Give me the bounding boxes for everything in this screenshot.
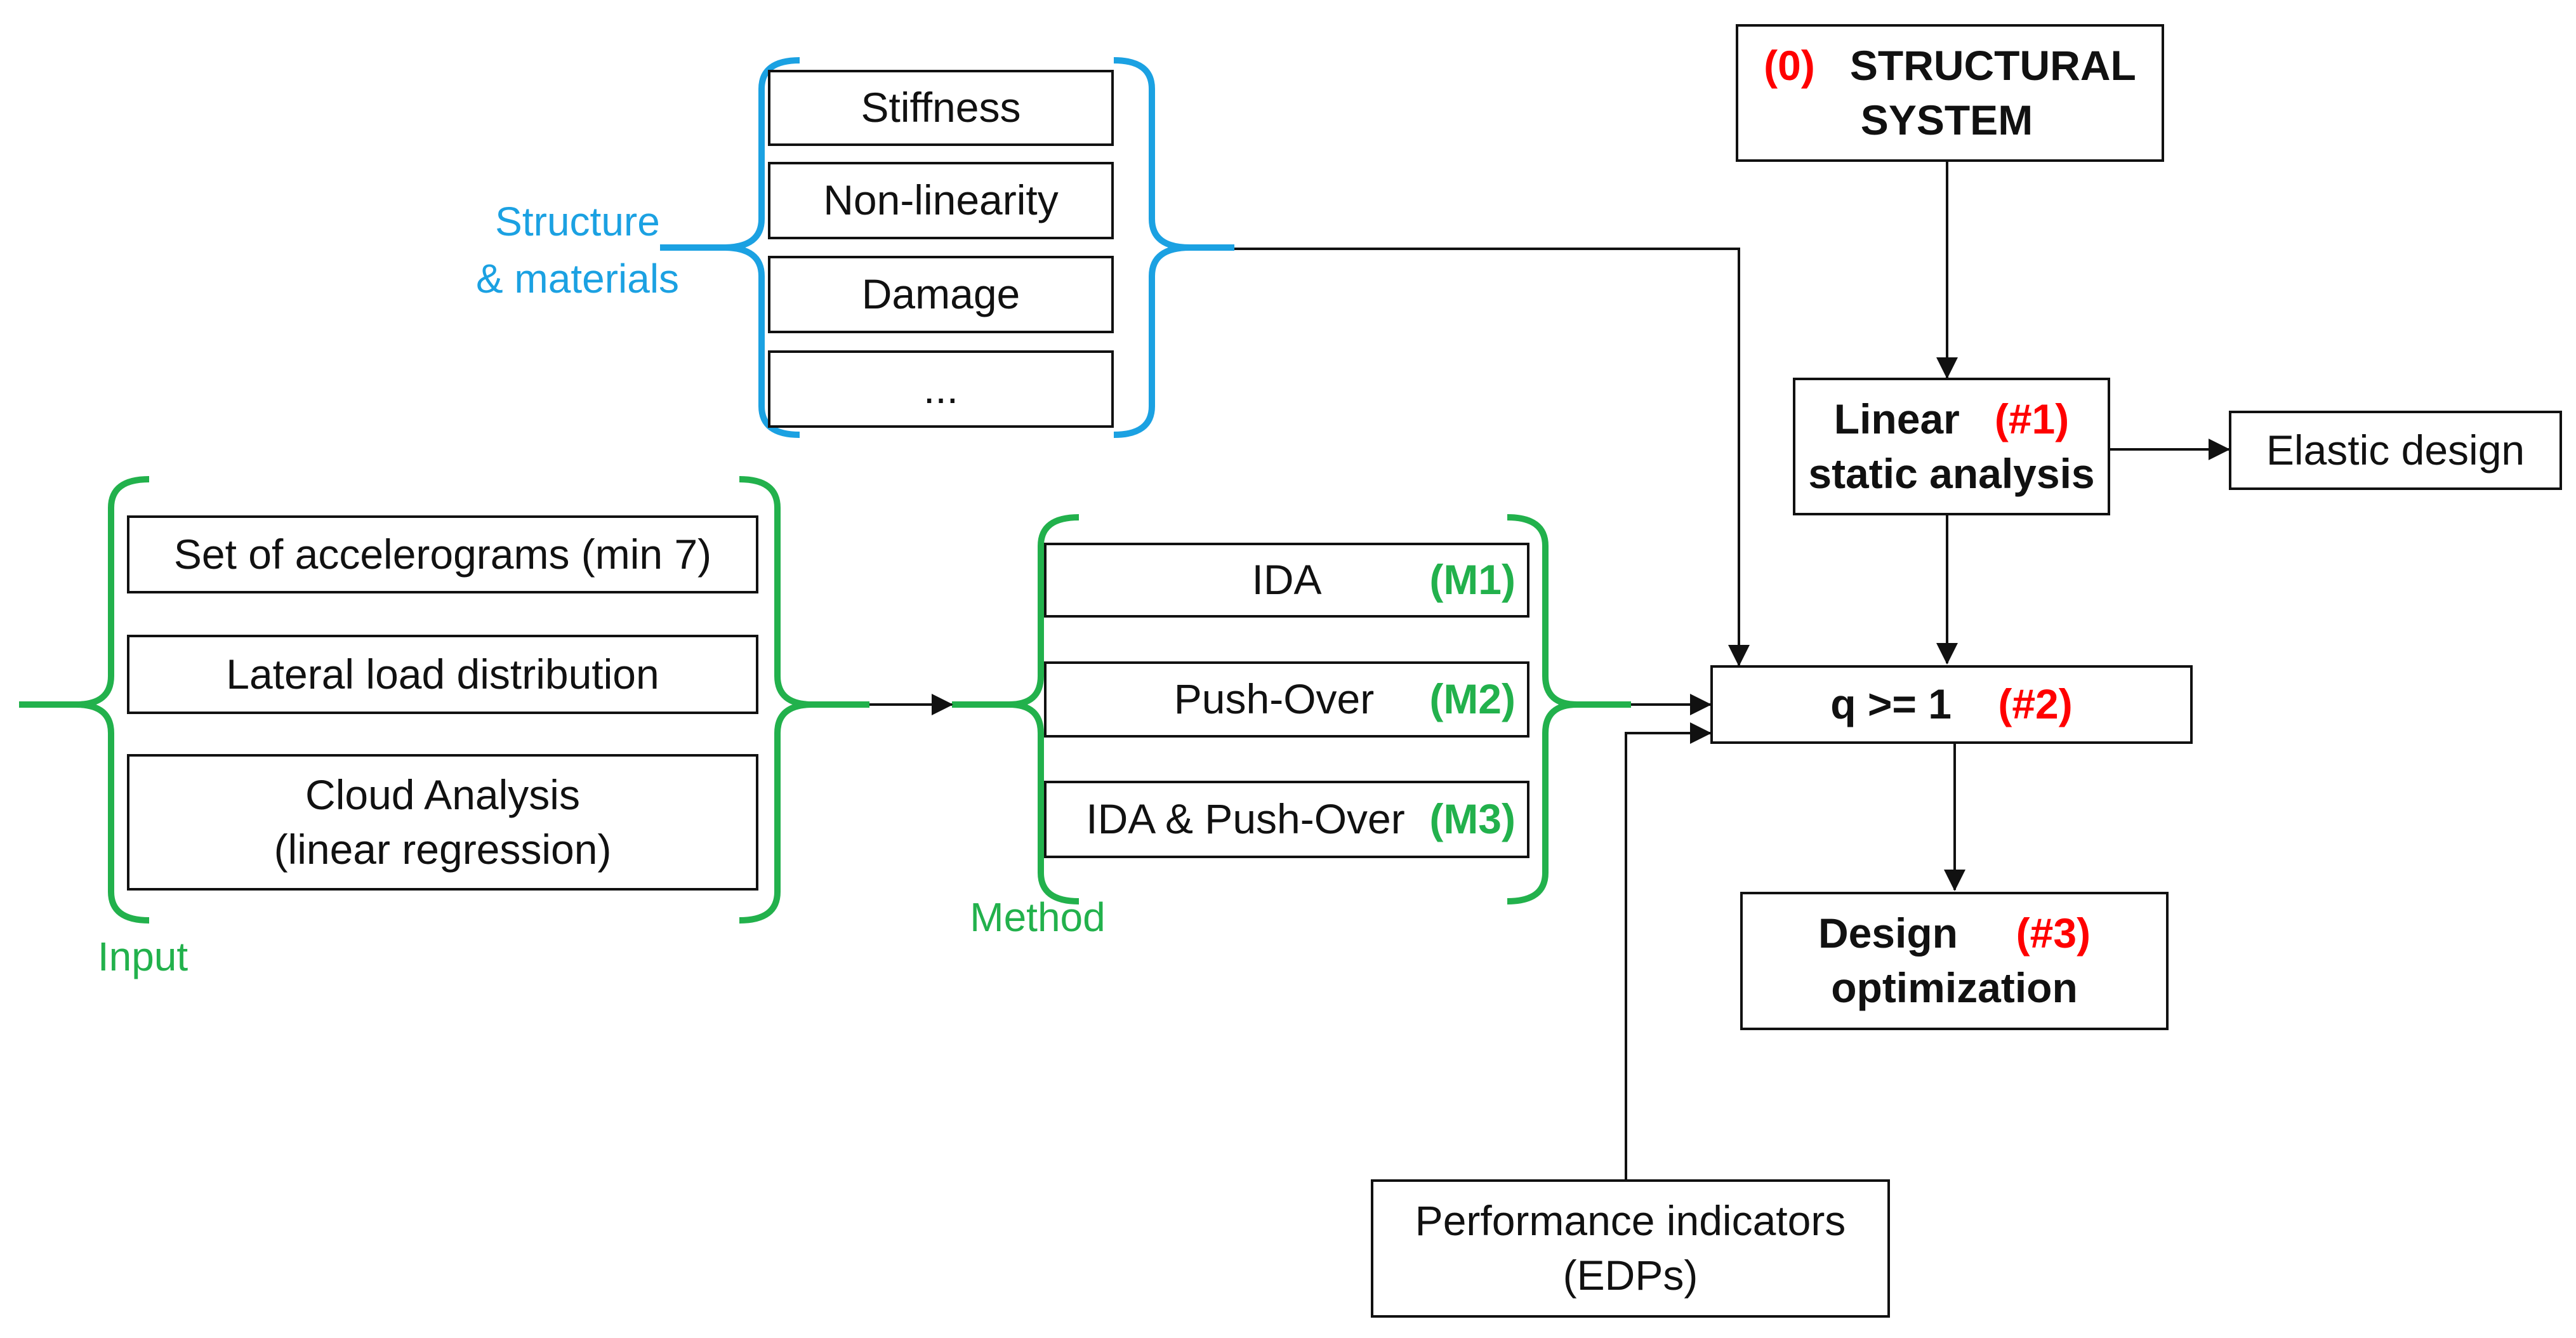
structure-item-damage: Damage bbox=[768, 256, 1114, 333]
arrow-structure-to-q bbox=[1234, 248, 1750, 666]
method-code-m2: (M2) bbox=[1429, 675, 1516, 723]
structure-materials-label: Structure & materials bbox=[444, 194, 711, 307]
structure-item-label: Damage bbox=[861, 270, 1020, 318]
input-item-label: Set of accelerograms (min 7) bbox=[173, 530, 712, 578]
structure-label-line2: & materials bbox=[475, 255, 680, 301]
structure-item-label: ... bbox=[923, 365, 958, 413]
design-optimization-text1: Design bbox=[1818, 910, 1958, 957]
structure-item-ellipsis: ... bbox=[768, 350, 1114, 428]
input-label: Input bbox=[97, 934, 188, 979]
input-item-label: Lateral load distribution bbox=[226, 650, 659, 698]
method-code-m1: (M1) bbox=[1429, 556, 1516, 604]
method-item-ida: IDA (M1) bbox=[1044, 543, 1529, 618]
input-item-accelerograms: Set of accelerograms (min 7) bbox=[127, 515, 758, 593]
elastic-design-label: Elastic design bbox=[2266, 426, 2525, 474]
structure-item-nonlinearity: Non-linearity bbox=[768, 162, 1114, 239]
arrow-performance-to-q bbox=[1625, 722, 1712, 1179]
method-code-m3: (M3) bbox=[1429, 795, 1516, 843]
structural-system-box: (0) STRUCTURAL SYSTEM bbox=[1736, 24, 2164, 162]
method-label: Method bbox=[970, 894, 1106, 940]
method-item-label: Push-Over bbox=[1173, 675, 1375, 723]
performance-indicators-box: Performance indicators (EDPs) bbox=[1371, 1179, 1890, 1318]
performance-line2: (EDPs) bbox=[1562, 1252, 1698, 1299]
linear-analysis-line1: Linear (#1) bbox=[1834, 392, 2069, 447]
linear-analysis-tag: (#1) bbox=[1994, 395, 2070, 442]
design-optimization-line1: Design (#3) bbox=[1818, 906, 2091, 961]
q-condition-label: q >= 1 bbox=[1830, 680, 1952, 728]
input-item-label-line1: Cloud Analysis bbox=[305, 771, 580, 818]
q-condition-box: q >= 1 (#2) bbox=[1710, 665, 2193, 744]
linear-analysis-text1: Linear bbox=[1833, 395, 1960, 442]
structural-system-tag: (0) bbox=[1764, 41, 1815, 89]
input-item-label-line2: (linear regression) bbox=[274, 825, 612, 873]
design-optimization-box: Design (#3) optimization bbox=[1740, 892, 2169, 1030]
performance-line1: Performance indicators bbox=[1415, 1197, 1846, 1245]
method-item-pushover: Push-Over (M2) bbox=[1044, 661, 1529, 738]
structural-system-line1: (0) STRUCTURAL bbox=[1764, 39, 2136, 93]
method-item-label: IDA bbox=[1252, 556, 1322, 604]
design-optimization-text2: optimization bbox=[1831, 964, 2078, 1011]
input-item-cloud-analysis: Cloud Analysis (linear regression) bbox=[127, 754, 758, 891]
structural-system-text2: SYSTEM bbox=[1860, 96, 2033, 143]
linear-analysis-text2: static analysis bbox=[1808, 449, 2095, 497]
structure-item-stiffness: Stiffness bbox=[768, 70, 1114, 146]
structure-brace-right bbox=[1113, 57, 1191, 438]
structure-item-label: Stiffness bbox=[861, 84, 1021, 131]
design-optimization-tag: (#3) bbox=[2016, 910, 2091, 957]
q-condition-tag: (#2) bbox=[1998, 680, 2073, 728]
structural-system-text1: STRUCTURAL bbox=[1849, 41, 2136, 89]
linear-analysis-box: Linear (#1) static analysis bbox=[1793, 378, 2110, 515]
elastic-design-box: Elastic design bbox=[2229, 411, 2562, 490]
structure-item-label: Non-linearity bbox=[823, 176, 1059, 224]
structure-label-line1: Structure bbox=[495, 199, 660, 244]
method-item-ida-pushover: IDA & Push-Over (M3) bbox=[1044, 781, 1529, 858]
input-item-lateral-load: Lateral load distribution bbox=[127, 635, 758, 714]
method-item-label: IDA & Push-Over bbox=[1086, 795, 1405, 843]
